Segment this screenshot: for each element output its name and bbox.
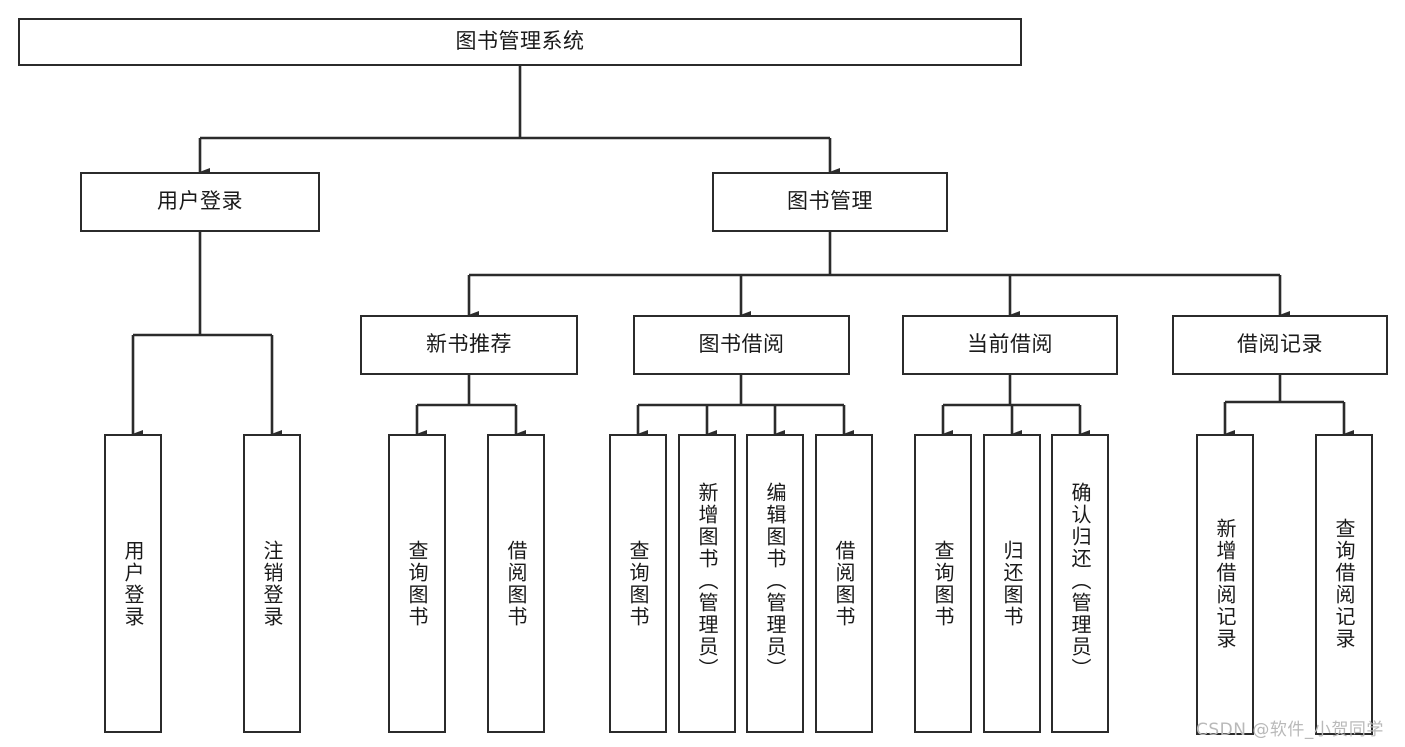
node-label: 编辑图书（管理员） bbox=[763, 482, 787, 680]
level3-node-新书推荐-0[interactable]: 新书推荐 bbox=[360, 315, 578, 375]
node-label: 借阅图书 bbox=[832, 540, 856, 628]
node-label: 图书管理系统 bbox=[455, 29, 585, 54]
node-label: 图书借阅 bbox=[698, 332, 785, 357]
leaf-node-借阅图书-7[interactable]: 借阅图书 bbox=[815, 434, 873, 733]
level2-node-用户登录-0[interactable]: 用户登录 bbox=[80, 172, 320, 232]
leaf-node-查询图书-8[interactable]: 查询图书 bbox=[914, 434, 972, 733]
level3-node-借阅记录-3[interactable]: 借阅记录 bbox=[1172, 315, 1388, 375]
node-label: 归还图书 bbox=[1000, 540, 1024, 628]
level3-node-图书借阅-1[interactable]: 图书借阅 bbox=[633, 315, 850, 375]
leaf-node-借阅图书-3[interactable]: 借阅图书 bbox=[487, 434, 545, 733]
node-label: 当前借阅 bbox=[967, 332, 1053, 357]
root-node-图书管理系统-0[interactable]: 图书管理系统 bbox=[18, 18, 1022, 66]
level2-node-图书管理-1[interactable]: 图书管理 bbox=[712, 172, 948, 232]
node-label: 新增借阅记录 bbox=[1213, 518, 1237, 650]
node-label: 用户登录 bbox=[157, 189, 243, 214]
node-label: 查询图书 bbox=[405, 540, 429, 628]
node-label: 用户登录 bbox=[121, 540, 145, 628]
leaf-node-用户登录-0[interactable]: 用户登录 bbox=[104, 434, 162, 733]
leaf-node-新增借阅记录-11[interactable]: 新增借阅记录 bbox=[1196, 434, 1254, 735]
level3-node-当前借阅-2[interactable]: 当前借阅 bbox=[902, 315, 1118, 375]
node-label: 查询借阅记录 bbox=[1332, 518, 1356, 650]
leaf-node-新增图书管理员-5[interactable]: 新增图书（管理员） bbox=[678, 434, 736, 733]
node-label: 图书管理 bbox=[787, 189, 873, 214]
leaf-node-查询图书-2[interactable]: 查询图书 bbox=[388, 434, 446, 733]
leaf-node-确认归还管理员-10[interactable]: 确认归还（管理员） bbox=[1051, 434, 1109, 733]
node-label: 查询图书 bbox=[626, 540, 650, 628]
csdn-watermark: CSDN @软件_小贺同学 bbox=[1196, 720, 1384, 740]
node-label: 新增图书（管理员） bbox=[695, 482, 719, 680]
leaf-node-编辑图书管理员-6[interactable]: 编辑图书（管理员） bbox=[746, 434, 804, 733]
node-label: 借阅记录 bbox=[1237, 332, 1323, 357]
node-label: 新书推荐 bbox=[426, 332, 512, 357]
node-label: 借阅图书 bbox=[504, 540, 528, 628]
leaf-node-归还图书-9[interactable]: 归还图书 bbox=[983, 434, 1041, 733]
node-label: 确认归还（管理员） bbox=[1068, 482, 1092, 680]
node-label: 注销登录 bbox=[260, 540, 284, 628]
node-label: 查询图书 bbox=[931, 540, 955, 628]
leaf-node-查询借阅记录-12[interactable]: 查询借阅记录 bbox=[1315, 434, 1373, 735]
leaf-node-查询图书-4[interactable]: 查询图书 bbox=[609, 434, 667, 733]
leaf-node-注销登录-1[interactable]: 注销登录 bbox=[243, 434, 301, 733]
